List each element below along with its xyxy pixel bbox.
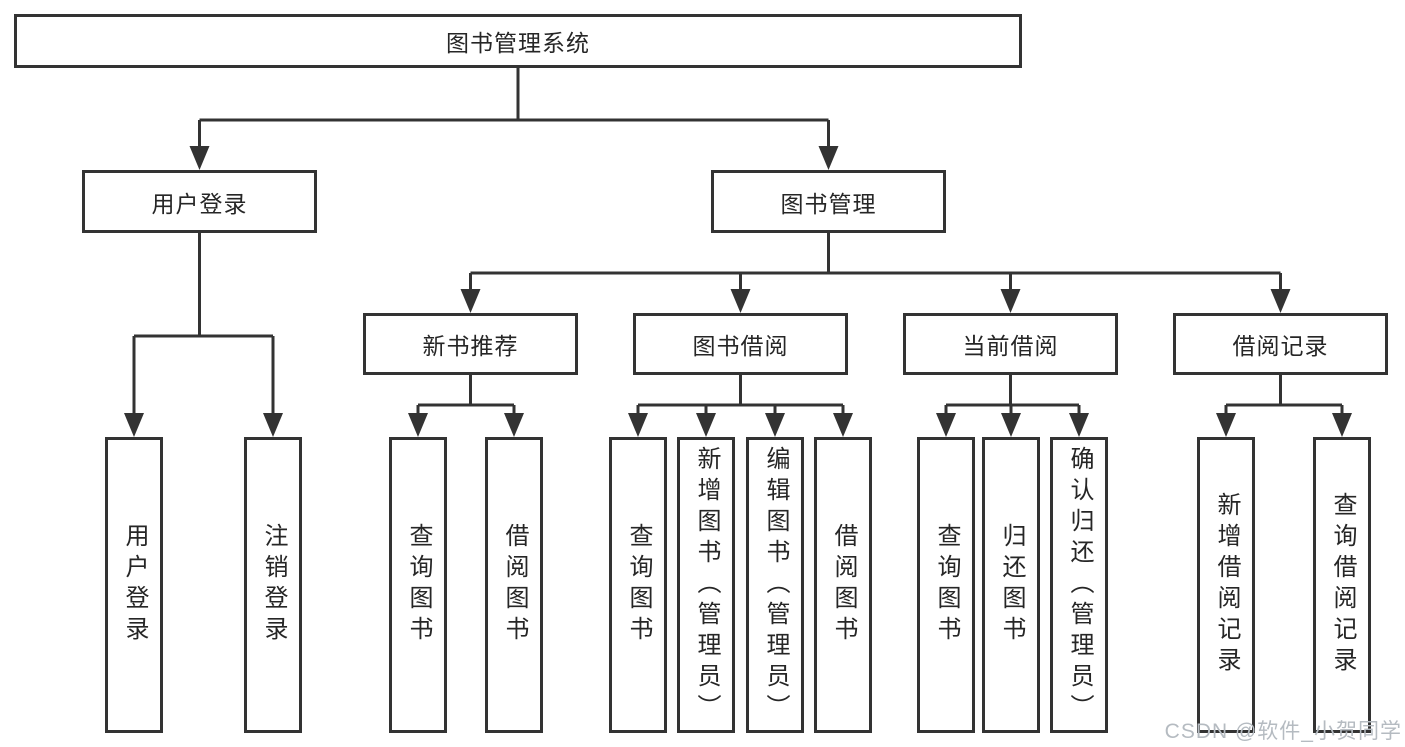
node-book-management: 图书管理 — [711, 170, 946, 233]
arrowhead-down-icon — [124, 413, 144, 437]
node-label: 查询图书 — [625, 523, 652, 647]
node-label: 借阅图书 — [830, 523, 857, 647]
leaf-borrowing-add-books-admin: 新增图书（管理员） — [677, 437, 735, 733]
node-label: 确认归还（管理员） — [1066, 445, 1093, 725]
arrowhead-down-icon — [1332, 413, 1352, 437]
arrowhead-down-icon — [936, 413, 956, 437]
arrowhead-down-icon — [1270, 289, 1291, 313]
node-current-borrowing: 当前借阅 — [903, 313, 1118, 375]
arrowhead-down-icon — [504, 413, 524, 437]
leaf-borrowing-edit-books-admin: 编辑图书（管理员） — [746, 437, 804, 733]
leaf-borrowing-query-books: 查询图书 — [609, 437, 667, 733]
node-label: 编辑图书（管理员） — [762, 445, 789, 725]
node-label: 查询图书 — [933, 523, 960, 647]
arrowhead-down-icon — [833, 413, 853, 437]
node-label: 用户登录 — [121, 523, 148, 647]
node-library-management-system: 图书管理系统 — [14, 14, 1022, 68]
leaf-recommend-borrow-books: 借阅图书 — [485, 437, 543, 733]
leaf-recommend-query-books: 查询图书 — [389, 437, 447, 733]
node-label: 新增借阅记录 — [1213, 492, 1240, 678]
leaf-records-query-record: 查询借阅记录 — [1313, 437, 1371, 733]
arrowhead-down-icon — [696, 413, 716, 437]
arrowhead-down-icon — [628, 413, 648, 437]
node-label: 注销登录 — [260, 523, 287, 647]
arrowhead-down-icon — [765, 413, 785, 437]
leaf-borrowing-borrow-books: 借阅图书 — [814, 437, 872, 733]
node-label: 用户登录 — [151, 190, 248, 217]
node-label: 图书管理系统 — [446, 30, 590, 56]
arrowhead-down-icon — [818, 146, 839, 170]
arrowhead-down-icon — [730, 289, 751, 313]
arrowhead-down-icon — [189, 146, 210, 170]
arrowhead-down-icon — [460, 289, 481, 313]
leaf-records-add-record: 新增借阅记录 — [1197, 437, 1255, 733]
arrowhead-down-icon — [1000, 289, 1021, 313]
node-label: 图书借阅 — [692, 333, 789, 359]
tree-wires — [132, 68, 1344, 417]
node-borrowing-records: 借阅记录 — [1173, 313, 1388, 375]
arrowhead-down-icon — [408, 413, 428, 437]
leaf-current-query-books: 查询图书 — [917, 437, 975, 733]
node-label: 当前借阅 — [962, 333, 1059, 359]
arrowhead-down-icon — [263, 413, 283, 437]
node-new-book-recommend: 新书推荐 — [363, 313, 578, 375]
leaf-current-return-books: 归还图书 — [982, 437, 1040, 733]
arrowhead-down-icon — [1001, 413, 1021, 437]
leaf-logout: 注销登录 — [244, 437, 302, 733]
leaf-user-login: 用户登录 — [105, 437, 163, 733]
node-book-borrowing: 图书借阅 — [633, 313, 848, 375]
node-label: 新增图书（管理员） — [693, 445, 720, 725]
node-label: 新书推荐 — [422, 333, 519, 359]
node-label: 查询图书 — [405, 523, 432, 647]
arrowhead-down-icon — [1216, 413, 1236, 437]
node-label: 归还图书 — [998, 523, 1025, 647]
node-user-login: 用户登录 — [82, 170, 317, 233]
node-label: 图书管理 — [780, 190, 877, 217]
node-label: 借阅图书 — [501, 523, 528, 647]
leaf-current-confirm-return-admin: 确认归还（管理员） — [1050, 437, 1108, 733]
node-label: 查询借阅记录 — [1329, 492, 1356, 678]
node-label: 借阅记录 — [1232, 333, 1329, 359]
csdn-watermark: CSDN @软件_小贺同学 — [1164, 720, 1402, 743]
arrowhead-down-icon — [1069, 413, 1089, 437]
